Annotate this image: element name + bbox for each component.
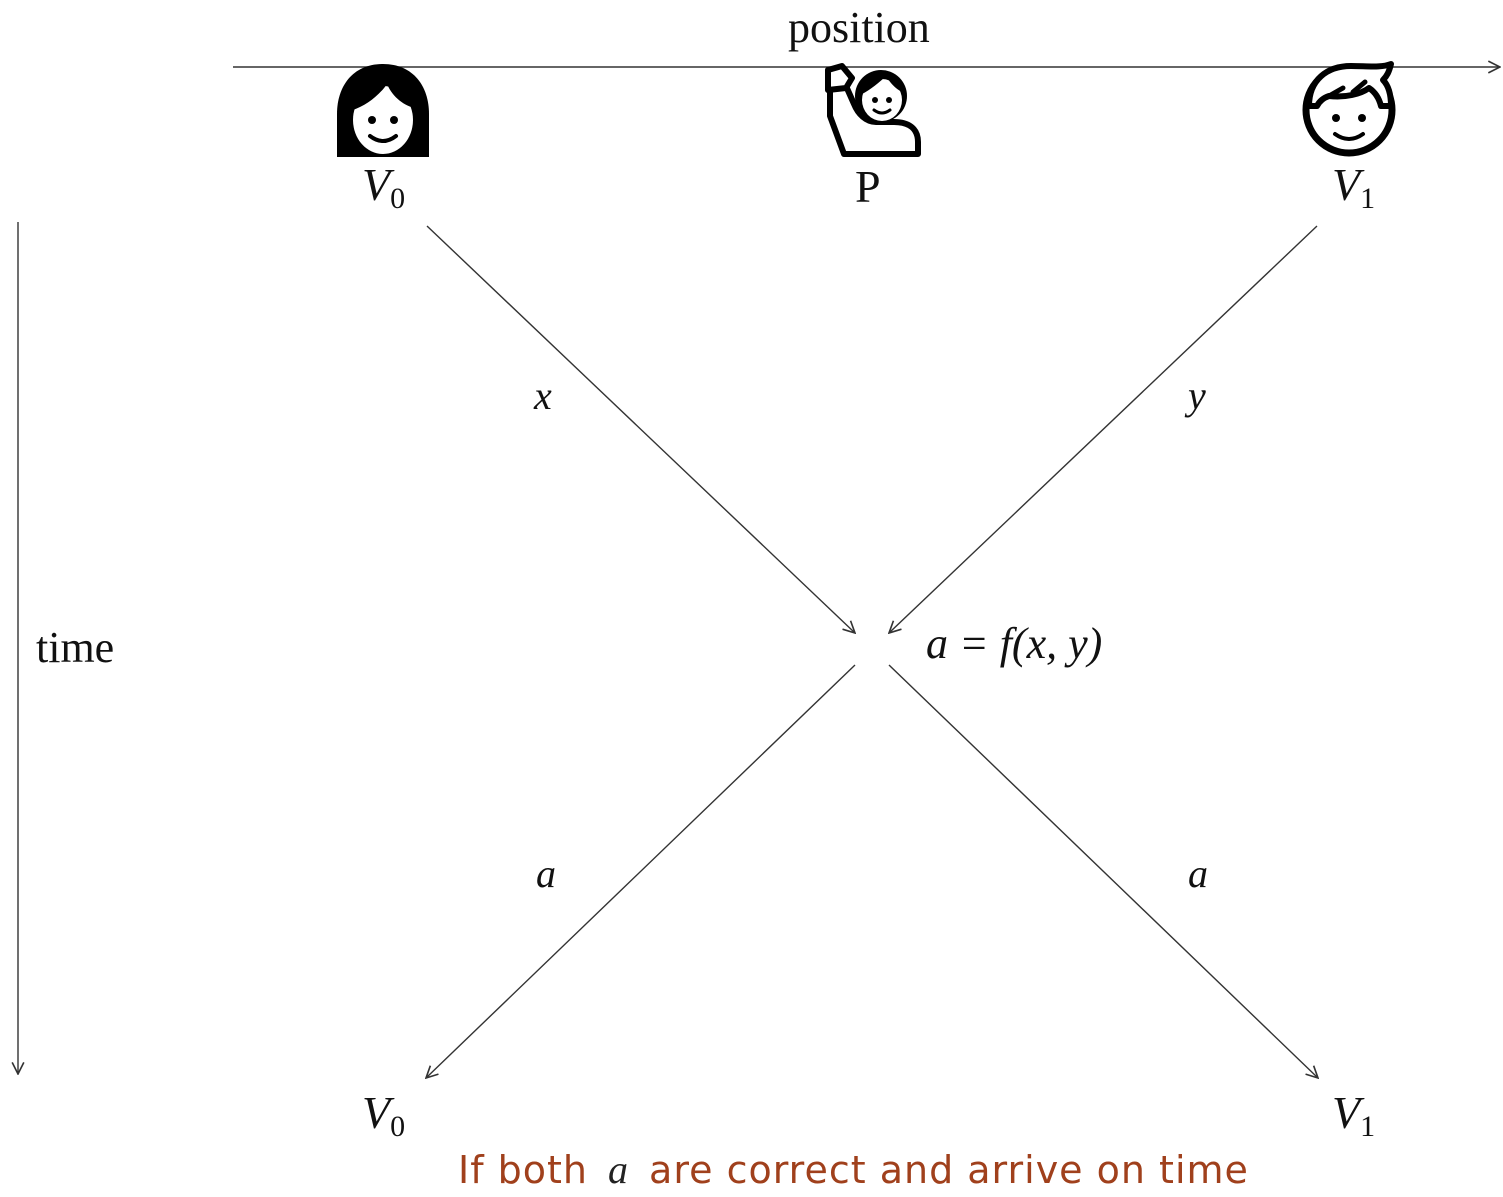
edge-label-a-left: a [536,851,556,896]
arrow-v1-to-p [889,225,1318,633]
node-label-p-top: P [855,161,881,212]
woman-icon [337,64,429,157]
center-formula: a = f(x, y) [926,619,1103,668]
node-subscript: 0 [390,182,406,215]
edge-label-x: x [534,373,552,418]
edge-label-y: y [1188,373,1206,418]
node-label-v0-bottom: V0 [362,1086,405,1144]
node-subscript: 1 [1360,182,1376,215]
note-prefix: If both [458,1148,589,1192]
node-base: V [1332,1087,1361,1138]
node-subscript: 1 [1360,1110,1376,1143]
arrow-v0-to-p [426,225,855,633]
annotation-note: If both a are correct and arrive on time [458,1146,1249,1193]
node-base: V [362,159,391,210]
node-subscript: 0 [390,1110,406,1143]
node-label-v1-top: V1 [1332,158,1375,216]
node-base: V [362,1087,391,1138]
edge-label-a-right: a [1188,851,1208,896]
position-axis-label: position [788,3,930,52]
node-label-v0-top: V0 [362,158,405,216]
node-base: V [1332,159,1361,210]
node-label-v1-bottom: V1 [1332,1086,1375,1144]
time-axis-label: time [36,623,115,672]
person-raising-hand-icon [825,63,921,157]
arrow-p-to-v1 [888,664,1318,1078]
man-icon [1302,61,1396,157]
note-suffix: are correct and arrive on time [649,1148,1249,1192]
note-variable: a [608,1147,630,1192]
arrow-p-to-v0 [426,664,856,1078]
